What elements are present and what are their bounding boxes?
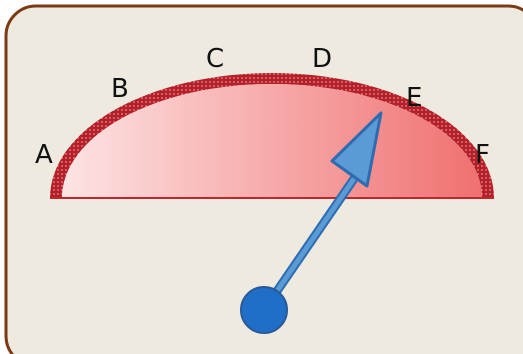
- scale-label-f: F: [475, 140, 490, 170]
- needle-shaft: [261, 167, 363, 313]
- gauge-needle: [240, 111, 383, 334]
- needle-hub: [240, 286, 288, 334]
- scale-label-a: A: [35, 140, 53, 170]
- needle-arrowhead: [330, 111, 383, 188]
- gauge-dome-fill: [62, 84, 482, 198]
- scale-label-b: B: [111, 74, 129, 104]
- scale-label-e: E: [406, 83, 422, 113]
- scale-label-d: D: [312, 44, 332, 74]
- scale-label-c: C: [206, 44, 224, 74]
